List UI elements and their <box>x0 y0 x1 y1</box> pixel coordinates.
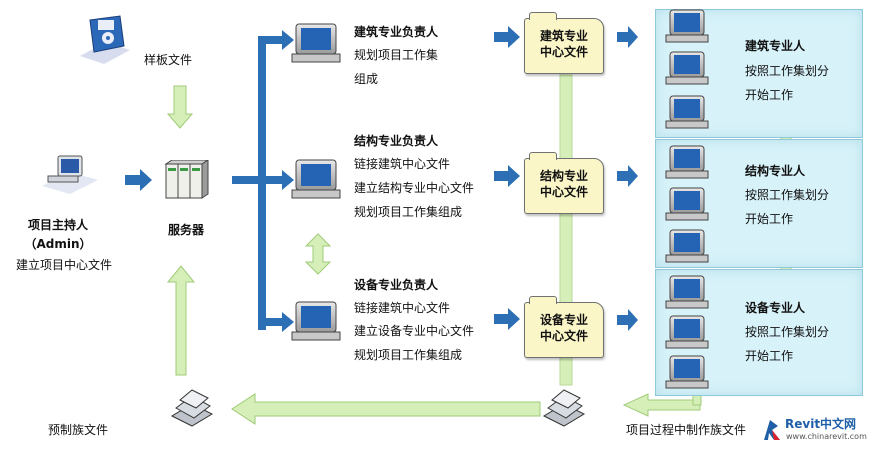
central-file-mep-line-2: 中心文件 <box>539 329 588 343</box>
central-file-mep-line-1: 设备专业 <box>539 313 588 327</box>
lead-to-file-arrow-struct <box>494 165 520 187</box>
file-to-team-arrow-arch <box>617 26 638 48</box>
team-computers-column <box>665 9 709 389</box>
admin-to-server-arrow <box>125 169 152 191</box>
central-file-arch: 建筑专业 中心文件 <box>524 12 604 74</box>
team-mep-title: 设备专业人 <box>745 301 806 315</box>
lead-struct-line-3: 规划项目工作集组成 <box>354 205 463 219</box>
lead-to-file-arrow-arch <box>494 26 520 48</box>
central-file-struct-line-1: 结构专业 <box>539 169 588 183</box>
lead-arch-line-1: 规划项目工作集 <box>354 48 439 62</box>
lead-struct-line-2: 建立结构专业中心文件 <box>354 181 475 195</box>
team-arch-line-1: 按照工作集划分 <box>745 64 830 78</box>
server-icon <box>164 160 209 199</box>
team-struct-line-1: 按照工作集划分 <box>745 188 830 202</box>
admin-action: 建立项目中心文件 <box>16 258 113 272</box>
team-mep-line-1: 按照工作集划分 <box>745 325 830 339</box>
team-struct-title: 结构专业人 <box>745 164 806 178</box>
branch-arrow-arch <box>258 30 294 50</box>
family-to-server-arrow <box>166 265 196 376</box>
central-file-arch-line-1: 建筑专业 <box>539 29 588 43</box>
lead-mep-computer-icon <box>291 301 341 341</box>
central-file-struct-line-2: 中心文件 <box>539 185 588 199</box>
admin-computer-icon <box>42 155 98 194</box>
floppy-disk-icon <box>80 15 130 64</box>
team-mep-line-2: 开始工作 <box>745 349 794 363</box>
lead-mep-line-2: 建立设备专业中心文件 <box>354 324 475 338</box>
lead-struct-computer-icon <box>291 159 341 199</box>
distribution-trunk <box>258 40 266 330</box>
bottom-return-arrow <box>231 393 541 425</box>
team-arch-line-2: 开始工作 <box>745 88 794 102</box>
inprocess-family-icon <box>542 389 586 427</box>
team-arch-title: 建筑专业人 <box>745 39 806 53</box>
branch-arrow-struct <box>266 170 294 190</box>
inprocess-family-label: 项目过程中制作族文件 <box>626 423 747 437</box>
revit-logo-icon <box>764 420 780 440</box>
watermark-brand: Revit中文网 <box>785 417 857 431</box>
server-label: 服务器 <box>168 223 205 237</box>
lead-to-file-arrow-mep <box>494 308 520 330</box>
template-to-server-arrow <box>166 85 194 129</box>
central-file-struct: 结构专业 中心文件 <box>524 152 604 214</box>
template-file-label: 样板文件 <box>144 53 193 67</box>
team-struct-line-2: 开始工作 <box>745 212 794 226</box>
leads-sync-arrow <box>304 233 332 275</box>
prebuilt-family-icon <box>170 389 214 427</box>
lead-struct-title: 结构专业负责人 <box>354 134 439 148</box>
lead-mep-line-1: 链接建筑中心文件 <box>354 301 451 315</box>
server-to-trunk <box>232 176 258 184</box>
lead-struct-line-1: 链接建筑中心文件 <box>354 157 451 171</box>
team-to-family-arrow <box>622 393 701 417</box>
prebuilt-family-label: 预制族文件 <box>48 423 109 437</box>
lead-mep-title: 设备专业负责人 <box>354 278 439 292</box>
lead-arch-line-2: 组成 <box>354 72 379 86</box>
lead-arch-computer-icon <box>291 23 341 63</box>
watermark-url: www.chinarevit.com <box>786 432 867 441</box>
file-to-team-arrow-mep <box>617 309 638 331</box>
central-file-arch-line-2: 中心文件 <box>539 45 588 59</box>
lead-arch-title: 建筑专业负责人 <box>354 25 439 39</box>
lead-mep-line-3: 规划项目工作集组成 <box>354 348 463 362</box>
central-file-mep: 设备专业 中心文件 <box>524 296 604 358</box>
admin-role: （Admin） <box>24 237 92 251</box>
file-to-team-arrow-struct <box>617 165 638 187</box>
admin-name: 项目主持人 <box>27 218 88 232</box>
branch-arrow-mep <box>258 312 294 332</box>
